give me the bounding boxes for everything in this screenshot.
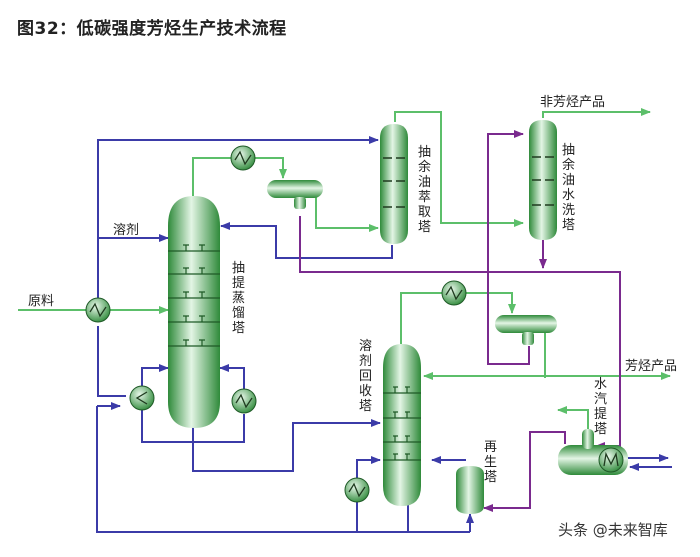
raffinate-wash-column[interactable]	[529, 120, 557, 240]
extractive-distillation-column-label: 抽提蒸馏塔	[232, 261, 245, 336]
heat-exchanger-lower-left[interactable]	[129, 385, 155, 411]
steam-stripper-vessel[interactable]	[558, 429, 628, 475]
drum1-water	[299, 216, 621, 450]
hx-bottom-loop	[97, 326, 126, 397]
heat-exchanger-overhead-2[interactable]	[441, 280, 467, 306]
figure-title: 图32：低碳强度芳烃生产技术流程	[17, 19, 287, 39]
ed-overhead-to-drum	[255, 157, 287, 179]
recovery-reboiler-up	[356, 456, 381, 480]
steam-stripper-label: 水汽提塔	[594, 377, 607, 437]
recovery-reboiler[interactable]	[344, 477, 370, 503]
ed-bottoms-line	[192, 419, 381, 472]
drum-to-extraction	[315, 197, 379, 232]
drum2-water-loop	[487, 130, 530, 365]
stripper-vapor	[557, 406, 589, 432]
reboiler-right-up	[219, 364, 245, 394]
hydrocarbon-lines	[18, 108, 671, 432]
feed-label: 原料	[28, 294, 54, 309]
heat-exchanger-feed[interactable]	[85, 297, 111, 323]
reflux-drum-2[interactable]	[495, 315, 557, 345]
solvent-main-line	[97, 136, 379, 310]
non-aromatic-product-label: 非芳烃产品	[540, 95, 605, 110]
solvent-recovery-column[interactable]	[383, 344, 421, 506]
raffinate-wash-column-label: 抽余油水洗塔	[562, 143, 575, 233]
raffinate-extraction-column[interactable]	[380, 124, 408, 244]
non-aromatic-out	[542, 108, 651, 118]
reboiler-left-up	[141, 364, 169, 388]
stripper-to-regen	[483, 431, 566, 512]
heat-exchanger-overhead-1[interactable]	[230, 145, 256, 171]
ed-overhead-line	[192, 157, 231, 196]
recovery-overhead-to-drum	[466, 292, 516, 314]
recovery-overhead	[400, 292, 442, 344]
solvent-label: 溶剂	[113, 223, 139, 238]
regenerator-label: 再生塔	[484, 440, 497, 485]
raffinate-extraction-column-label: 抽余油萃取塔	[418, 145, 431, 235]
raffinate-extract-return-line	[220, 222, 393, 259]
aromatic-product-label: 芳烃产品	[625, 359, 677, 374]
extractive-distillation-column[interactable]	[168, 196, 220, 428]
solvent-lines	[96, 136, 672, 533]
reflux-drum-1[interactable]	[267, 180, 323, 209]
solvent-recovery-column-label: 溶剂回收塔	[359, 339, 372, 414]
lean-solvent-return	[96, 406, 470, 533]
watermark: 头条 @未来智库	[558, 521, 668, 539]
regenerator-vessel[interactable]	[456, 466, 484, 514]
reboiler-right[interactable]	[231, 388, 257, 414]
extraction-overhead	[394, 111, 524, 227]
